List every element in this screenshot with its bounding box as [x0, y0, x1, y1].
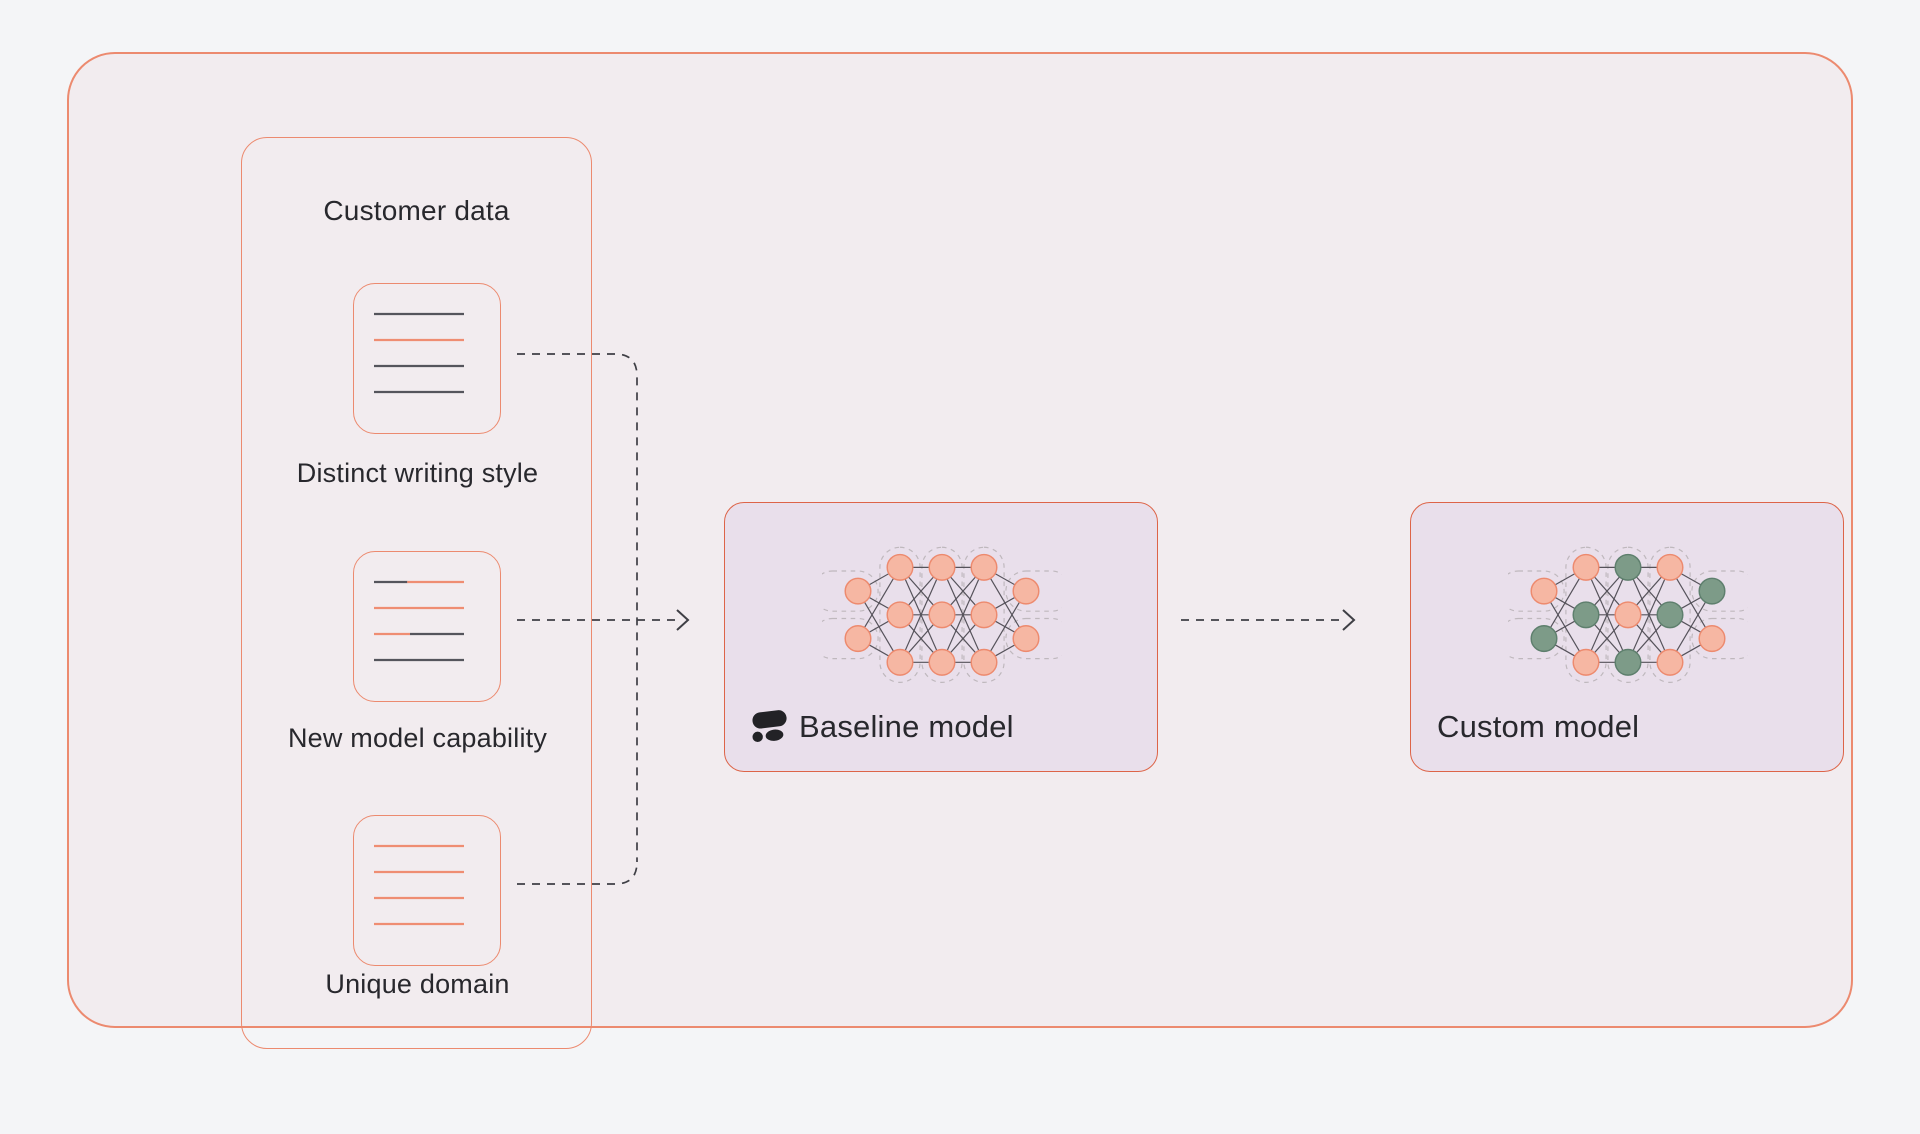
document-icon [374, 580, 464, 662]
diagram-canvas: Customer data Distinct writing style New… [67, 52, 1853, 1049]
panel-title: Customer data [323, 195, 510, 226]
arrowhead-into-custom [1342, 609, 1356, 631]
document-icon [374, 312, 464, 394]
outer-container: Customer data Distinct writing style New… [67, 52, 1853, 1049]
model-label: Baseline model [799, 708, 1014, 744]
writer-logo-icon [751, 708, 788, 745]
arrowhead-into-baseline [676, 609, 690, 631]
doc-card-unique-domain [353, 815, 501, 966]
customer-data-panel: Customer data Distinct writing style New… [241, 137, 592, 1049]
doc-label: Distinct writing style [296, 458, 539, 488]
baseline-model-box: Baseline model [724, 502, 1158, 772]
document-icon [374, 844, 464, 926]
custom-model-label-row: Custom model [1437, 709, 1639, 745]
doc-label: Unique domain [325, 969, 510, 999]
custom-model-box: Custom model [1410, 502, 1844, 772]
custom-neural-network-illustration [1508, 546, 1748, 683]
doc-card-new-model-capability [353, 551, 501, 702]
baseline-neural-network-illustration [822, 546, 1062, 683]
model-label: Custom model [1437, 709, 1640, 744]
baseline-model-label-row: Baseline model [751, 708, 1014, 745]
doc-card-distinct-writing-style [353, 283, 501, 434]
doc-label: New model capability [287, 723, 548, 753]
